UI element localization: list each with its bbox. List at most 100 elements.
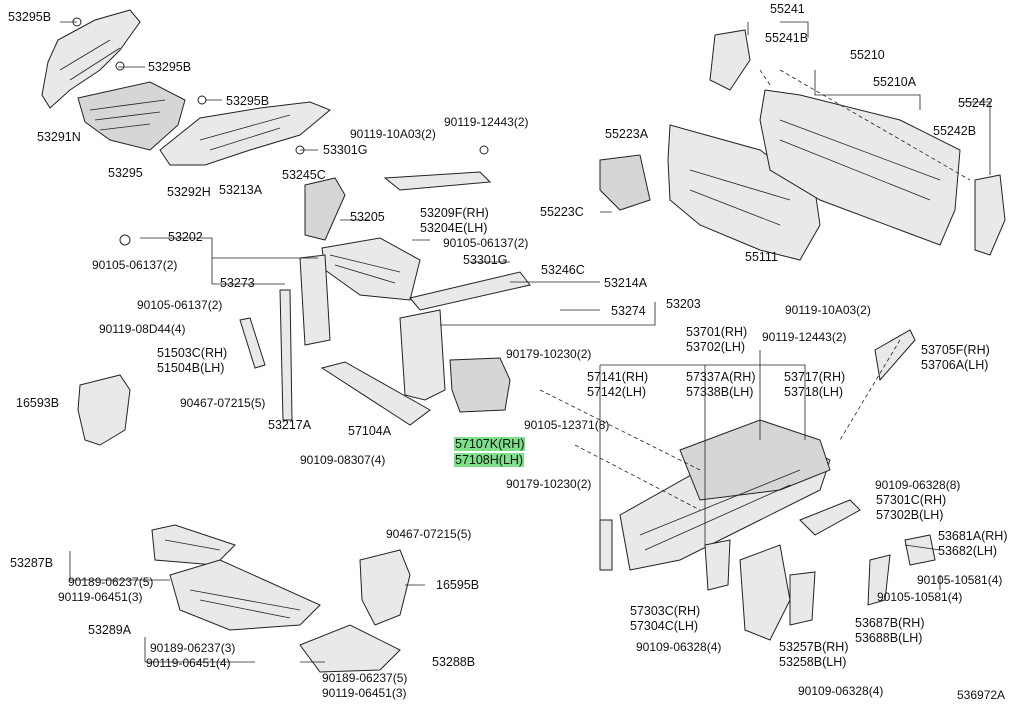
label-53246C: 53246C — [541, 263, 585, 277]
label-90109-08307: 90109-08307(4) — [300, 453, 386, 467]
label-55242B: 55242B — [933, 124, 977, 138]
label-53213A: 53213A — [219, 183, 263, 197]
label-53292H: 53292H — [167, 185, 211, 199]
dash-insulator-55210 — [759, 89, 961, 246]
label-57108H-highlighted: 57108H(LH) — [454, 453, 525, 467]
label-90105-06137: 90105-06137(2) — [443, 236, 529, 250]
label-55210A: 55210A — [873, 75, 917, 89]
plate-57141 — [599, 519, 613, 571]
label-57337A: 57337A(RH) — [686, 370, 756, 384]
label-57302B: 57302B(LH) — [876, 508, 944, 522]
dashed-alignment-lines — [539, 69, 971, 511]
cowl-panel-53291N — [41, 9, 141, 109]
label-53257B: 53257B(RH) — [779, 640, 849, 654]
label-53203: 53203 — [666, 297, 701, 311]
label-53706A: 53706A(LH) — [921, 358, 989, 372]
label-53258B: 53258B(LH) — [779, 655, 847, 669]
leader-lines — [60, 21, 991, 663]
label-90179-10230: 90179-10230(2) — [506, 347, 592, 361]
cowl-panel-53295 — [77, 81, 186, 151]
label-53274: 53274 — [611, 304, 646, 318]
label-57141: 57141(RH) — [587, 370, 649, 384]
air-guide-57104A — [320, 361, 431, 426]
brace-53209F — [383, 171, 492, 191]
clip-fasteners-top — [72, 17, 489, 246]
radiator-support-53205 — [299, 177, 531, 346]
label-16593B: 16593B — [16, 396, 60, 410]
label-16595B: 16595B — [436, 578, 480, 592]
label-55111: 55111 — [745, 250, 778, 264]
bracket-53681A — [904, 534, 936, 566]
label-53217A: 53217A — [268, 418, 312, 432]
label-90119-06451: 90119-06451(3) — [58, 590, 143, 604]
label-53681A: 53681A(RH) — [938, 529, 1008, 543]
bracket-53257B — [789, 571, 816, 626]
label-57304C: 57304C(LH) — [630, 619, 699, 633]
label-90189-06237: 90189-06237(5) — [68, 575, 154, 589]
under-cover-53287B — [151, 524, 236, 566]
label-57338B: 57338B(LH) — [686, 385, 754, 399]
label-90467-07215: 90467-07215(5) — [180, 396, 266, 410]
label-53705F: 53705F(RH) — [921, 343, 990, 357]
label-53687B: 53687B(RH) — [855, 616, 925, 630]
label-55242: 55242 — [958, 96, 993, 110]
label-53701: 53701(RH) — [686, 325, 748, 339]
brace-53705F — [874, 329, 916, 382]
label-57107K-highlighted: 57107K(RH) — [454, 437, 526, 451]
label-53301G: 53301G — [463, 253, 508, 267]
label-90467-07215: 90467-07215(5) — [386, 527, 472, 541]
label-57104A: 57104A — [348, 424, 392, 438]
label-53273: 53273 — [220, 276, 255, 290]
splash-shield-16593B — [77, 374, 131, 446]
apron-57303C — [739, 544, 791, 641]
plate-57337A — [704, 539, 731, 591]
label-55210: 55210 — [850, 48, 885, 62]
label-51504B: 51504B(LH) — [157, 361, 225, 375]
label-53717: 53717(RH) — [784, 370, 846, 384]
label-90189-06237: 90189-06237(3) — [150, 641, 236, 655]
diagram-id: 536972A — [957, 688, 1006, 702]
strut-53217A — [279, 289, 293, 421]
label-53301G: 53301G — [323, 143, 368, 157]
label-90119-10A03: 90119-10A03(2) — [785, 303, 871, 317]
label-57301C: 57301C(RH) — [876, 493, 947, 507]
label-53209F: 53209F(RH) — [420, 206, 489, 220]
label-90109-06328: 90109-06328(4) — [798, 684, 884, 698]
label-90179-10230: 90179-10230(2) — [506, 477, 592, 491]
label-53288B: 53288B — [432, 655, 476, 669]
dash-panel-55111 — [599, 124, 821, 261]
headlamp-support-53203 — [399, 309, 511, 413]
bracket-53687B — [867, 554, 891, 606]
label-55223A: 55223A — [605, 127, 649, 141]
label-53245C: 53245C — [282, 168, 326, 182]
cowl-panel-53292H — [159, 101, 331, 166]
label-53205: 53205 — [350, 210, 385, 224]
label-90105-10581: 90105-10581(4) — [917, 573, 1003, 587]
label-53202: 53202 — [168, 230, 203, 244]
label-90119-12443: 90119-12443(2) — [762, 330, 847, 344]
label-90119-12443: 90119-12443(2) — [444, 115, 529, 129]
label-53289A: 53289A — [88, 623, 132, 637]
label-53291N: 53291N — [37, 130, 81, 144]
label-90119-08D44: 90119-08D44(4) — [99, 322, 186, 336]
label-53718: 53718(LH) — [784, 385, 844, 399]
label-53214A: 53214A — [604, 276, 648, 290]
label-53295B: 53295B — [226, 94, 270, 108]
label-57303C: 57303C(RH) — [630, 604, 701, 618]
label-53287B: 53287B — [10, 556, 54, 570]
label-55241: 55241 — [770, 2, 805, 16]
label-53682: 53682(LH) — [938, 544, 998, 558]
bracket-55242 — [974, 174, 1006, 256]
label-53204E: 53204E(LH) — [420, 221, 488, 235]
under-cover-53289A — [169, 559, 321, 631]
label-53295B: 53295B — [148, 60, 192, 74]
label-90109-06328: 90109-06328(4) — [636, 640, 722, 654]
label-51503C: 51503C(RH) — [157, 346, 228, 360]
label-90105-12371: 90105-12371(8) — [524, 418, 610, 432]
label-90105-06137: 90105-06137(2) — [137, 298, 223, 312]
label-53688B: 53688B(LH) — [855, 631, 923, 645]
label-90105-06137: 90105-06137(2) — [92, 258, 178, 272]
under-cover-53288B — [299, 624, 401, 673]
